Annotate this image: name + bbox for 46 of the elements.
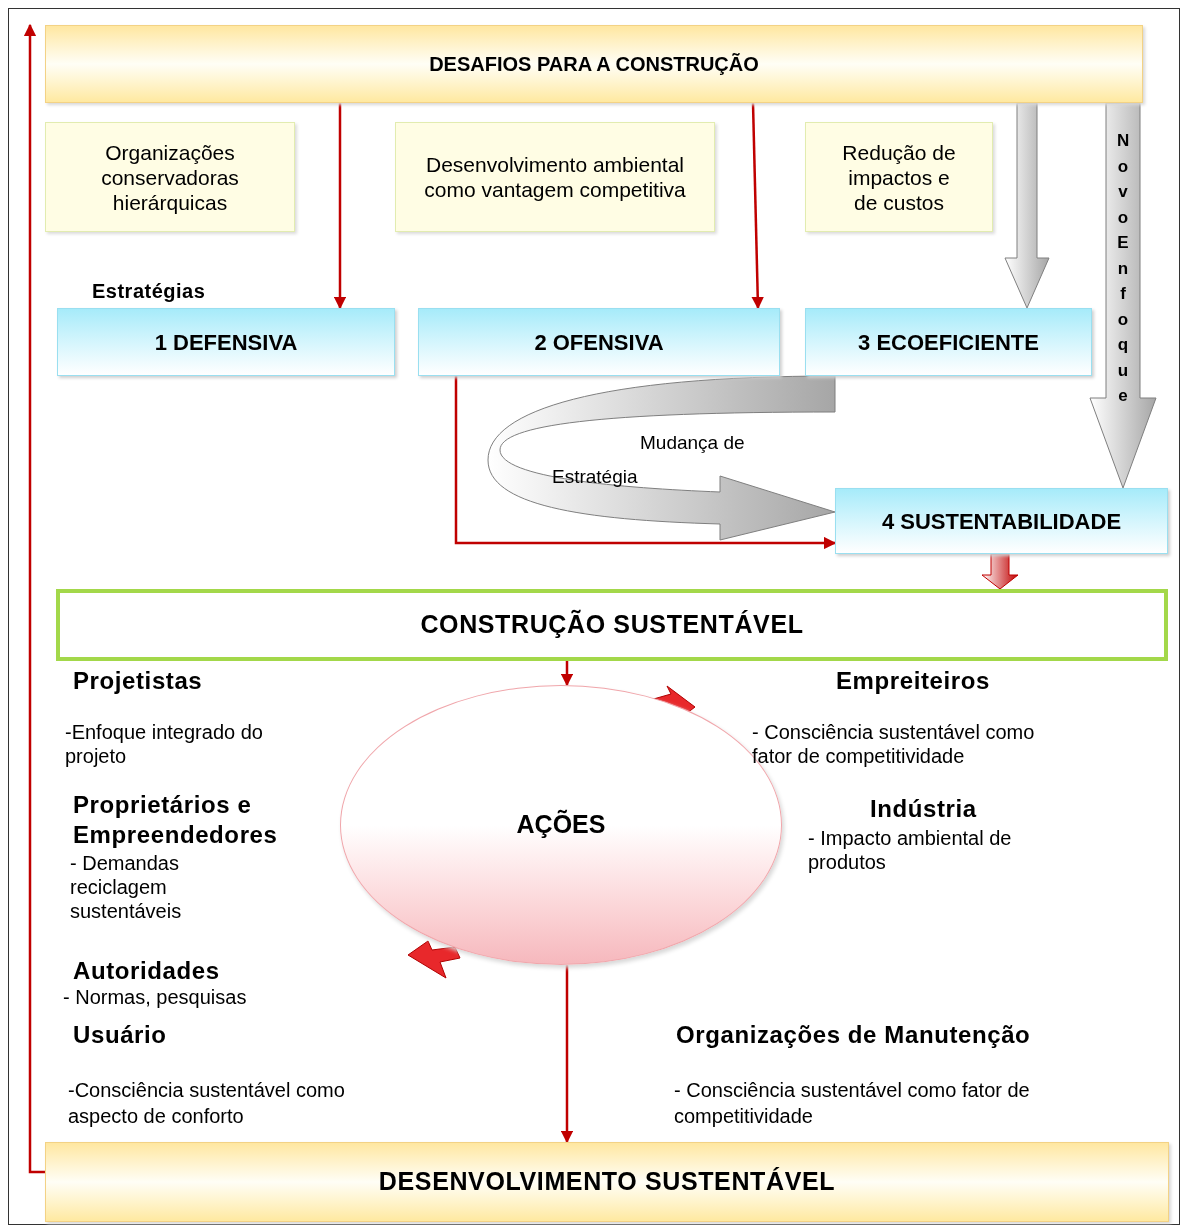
node-text: 4 SUSTENTABILIDADE [881,507,1122,536]
strategy-box [57,308,395,376]
group-heading: Proprietários e Empreendedores [73,790,279,850]
arrow [560,661,574,687]
challenge-box [45,122,295,232]
arrow [751,102,764,310]
challenge-box [395,122,715,232]
description-text: - Normas, pesquisas [63,985,248,1010]
title-banner [45,25,1143,103]
arrow [23,23,45,1174]
challenge-box [805,122,993,232]
description-text: - Consciência sustentável como fator de competitividade [752,720,1036,768]
node-text: 1 DEFENSIVA [154,328,298,357]
arrow [333,103,347,310]
description-text: - Consciência sustentável como fator de competitividade [674,1078,1031,1129]
group-heading: Organizações de Manutenção [676,1020,1032,1050]
strategy-box [805,308,1092,376]
goal-box [56,589,1168,661]
node-text: Desenvolvimento ambiental como vantagem competitiva [424,152,686,202]
block-arrow [1004,102,1050,309]
arrow [560,965,574,1144]
node-text: CONSTRUÇÃO SUSTENTÁVEL [420,608,804,641]
edge-label: Novo Enfoque [1117,130,1129,407]
node-text: Organizações conservadoras hierárquicas [100,139,240,215]
node-text: AÇÕES [516,808,606,841]
group-heading: Projetistas [73,666,204,696]
node-text: DESAFIOS PARA A CONSTRUÇÃO [429,52,759,77]
node-text: 2 OFENSIVA [534,328,664,357]
block-arrow [1089,102,1157,489]
node-text: Redução de impactos e de custos [841,139,957,215]
strategy-box [835,488,1168,554]
description-text: -Enfoque integrado do projeto [65,720,264,768]
result-banner [45,1142,1169,1222]
node-text: DESENVOLVIMENTO SUSTENTÁVEL [378,1166,836,1198]
edge-label: Mudança de Estratégia [552,431,746,489]
description-text: -Consciência sustentável como aspecto de conforto [68,1078,346,1129]
block-arrow [981,553,1019,590]
group-heading: Indústria [870,794,978,824]
group-heading: Empreiteiros [836,666,991,696]
description-text: - Demandas reciclagem sustentáveis [70,851,183,923]
group-heading: Usuário [73,1020,168,1050]
group-heading: Autoridades [73,956,221,986]
strategy-box [418,308,780,376]
description-text: - Impacto ambiental de produtos [808,826,1013,874]
group-heading: Estratégias [92,279,207,304]
node-text: 3 ECOEFICIENTE [858,328,1039,357]
